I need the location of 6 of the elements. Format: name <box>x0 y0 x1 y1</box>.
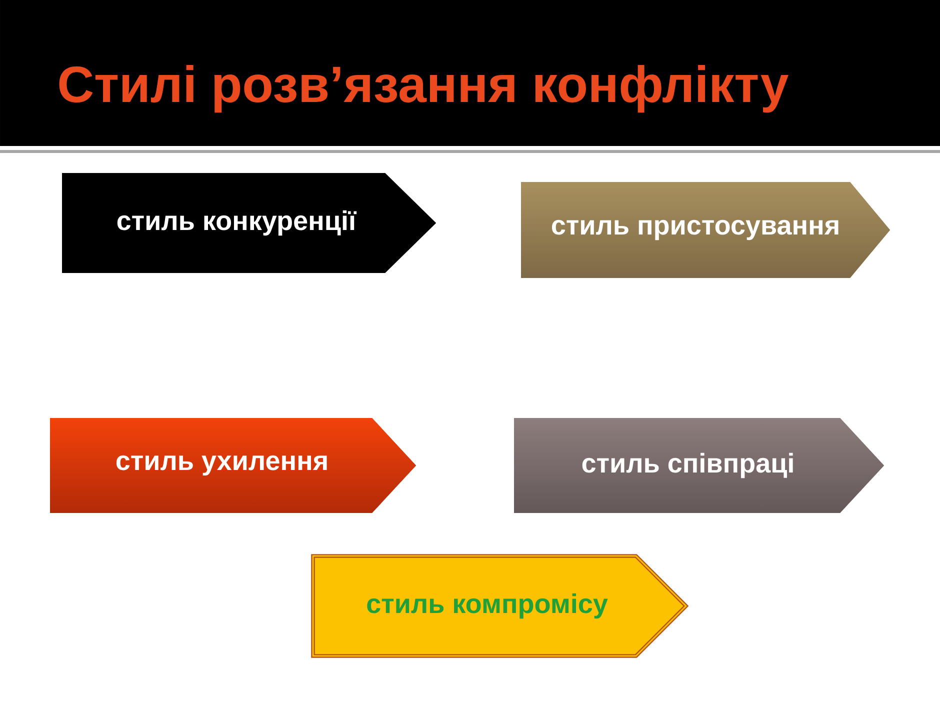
arrow-box: стиль компромісу <box>311 554 689 658</box>
arrow-box: стиль співпраці <box>514 418 884 513</box>
arrow-box: стиль ухилення <box>50 418 416 513</box>
title: Стилі розв’язання конфлікту <box>59 65 788 113</box>
arrow-box: стиль конкуренції <box>62 173 436 273</box>
arrow-box: стиль пристосування <box>521 182 890 278</box>
